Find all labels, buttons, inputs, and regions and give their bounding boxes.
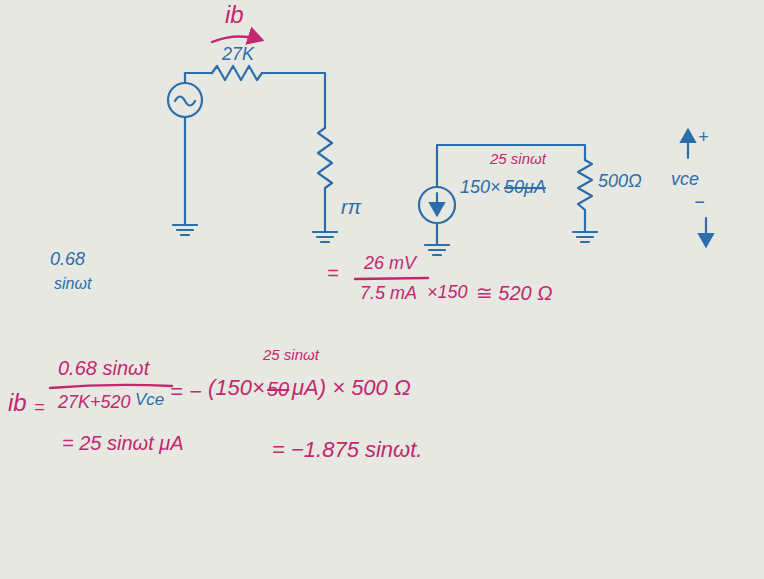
wire: [184, 117, 186, 225]
handwritten-label: 50: [267, 378, 289, 400]
fraction-bar: [50, 385, 172, 388]
handwritten-label: 150×: [460, 178, 501, 198]
handwritten-label: μA) × 500 Ω: [292, 376, 411, 400]
sine-symbol: [175, 97, 195, 106]
handwritten-label: ≅ 520 Ω: [476, 282, 552, 304]
handwritten-label: =: [327, 262, 339, 284]
resistor-symbol: [578, 160, 592, 210]
handwritten-label: 7.5 mA: [360, 284, 417, 304]
wire: [262, 73, 325, 128]
fraction-bars: [50, 278, 428, 388]
ground-symbol: [173, 225, 197, 235]
fraction-bar: [355, 278, 428, 279]
handwritten-label: =: [34, 398, 45, 418]
handwritten-label: sinωt: [54, 275, 91, 293]
handwritten-label: vce: [671, 170, 699, 190]
voltage-arrow: [705, 218, 707, 246]
handwritten-label: Vce: [135, 391, 164, 410]
resistor-symbol: [212, 66, 262, 80]
handwritten-label: ×150: [427, 283, 468, 303]
handwritten-label: 0.68 sinωt: [58, 357, 149, 379]
current-arrow: [212, 36, 262, 42]
handwritten-label: ib: [225, 2, 244, 28]
handwritten-label: ib: [8, 390, 27, 416]
handwritten-label: 25 sinωt: [263, 347, 319, 364]
handwritten-label: = −1.875 sinωt.: [272, 438, 422, 462]
ground-symbol: [313, 232, 337, 242]
voltage-source: [168, 83, 202, 117]
handwritten-label: 50μA: [504, 178, 546, 198]
handwritten-label: 25 sinωt: [490, 151, 546, 168]
wire: [324, 188, 326, 232]
handwritten-label: 26 mV: [364, 254, 416, 274]
wire: [584, 210, 586, 232]
wire: [185, 73, 212, 83]
handwritten-label: = −: [170, 380, 202, 404]
handwritten-label: rπ: [341, 196, 361, 218]
output-circuit: [419, 130, 706, 255]
input-circuit: [168, 66, 337, 242]
wire: [436, 223, 438, 245]
current-source: [419, 187, 455, 223]
voltage-arrow: [687, 130, 689, 158]
ground-symbol: [573, 232, 597, 242]
handwritten-label: 0.68: [50, 250, 85, 270]
handwritten-label: = 25 sinωt μA: [62, 432, 184, 454]
ground-symbol: [425, 245, 449, 255]
handwritten-label: 27K+520: [58, 393, 131, 413]
handwritten-label: −: [694, 193, 705, 213]
handwritten-label: 500Ω: [598, 172, 642, 192]
resistor-symbol: [318, 128, 332, 188]
handwritten-label: +: [698, 128, 709, 148]
handwritten-label: (150×: [208, 376, 265, 400]
source-arrow: [436, 193, 438, 215]
handwritten-label: 27K: [222, 45, 254, 65]
